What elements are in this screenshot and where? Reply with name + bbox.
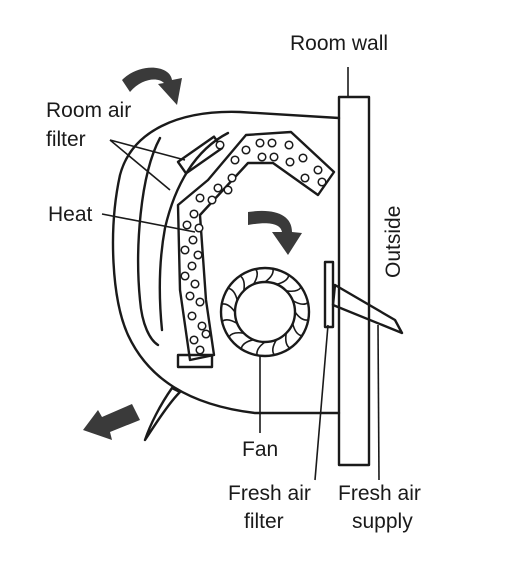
room-wall-label: Room wall [290,32,388,55]
coil-tube [195,193,205,203]
room-air-filter-label-line1: Room air [46,99,131,122]
fresh-air-supply-label-line1: Fresh air [338,482,421,505]
fan-blade [286,286,302,293]
coil-tube [188,235,198,245]
coil-tube [313,165,323,175]
outside-label: Outside [382,206,405,278]
coil-tube [213,183,223,193]
fan-blade [221,318,238,325]
curved-arrow-icon [122,67,182,105]
outlet-flap [143,386,182,442]
coil-tube [317,177,327,187]
coil-tube [230,155,240,165]
fan [219,266,311,358]
coil-tube [180,245,190,255]
fresh-air-filter-label-line1: Fresh air [228,482,311,505]
coil-tube [180,271,190,281]
coil-tube [187,261,197,271]
coil-tube [190,279,200,289]
fan-blade [291,323,303,337]
coil-tube [257,152,267,162]
coil-tube [215,140,225,150]
fan-blade [240,338,254,350]
coil-tube [189,209,199,219]
fan-blade [264,268,274,283]
fan-label: Fan [242,438,278,461]
leader-lines [101,67,380,481]
fan-blades [221,268,309,356]
coil-tube [195,297,205,307]
fan-blade [227,287,239,301]
fan-blade [252,268,259,285]
coil-tube [227,173,237,183]
coil-tube [185,291,195,301]
coil-tube [189,335,199,345]
fan-blade [239,275,246,291]
fan-blade [228,331,244,338]
coil-tube [298,153,308,163]
fresh-air-supply-label-line2: supply [352,510,413,533]
coil-tube [284,140,294,150]
fan-blade [294,311,309,321]
down-arrow-icon [248,210,302,255]
coil-tube [182,220,192,230]
fan-blade [271,339,278,356]
coil-tube [223,185,233,195]
room-air-filter-label-line2: filter [46,128,86,151]
fan-blade [276,274,290,286]
fan-blade [292,299,309,306]
coil-tube [201,329,211,339]
coil-tube [207,195,217,205]
room-wall [337,95,371,467]
coil-tube [197,321,207,331]
heat-label: Heat [48,203,93,226]
fan-blade [284,333,291,349]
coil-tubes [180,138,327,355]
outlet-arrow-icon [83,404,140,440]
coil-tube [255,138,265,148]
coil-tube [285,157,295,167]
coil-tube [300,173,310,183]
coil-tube [269,152,279,162]
coil-tube [195,345,205,355]
coil-tube [267,138,277,148]
fan-blade [221,303,236,313]
heat-exchanger-coil [176,130,336,369]
fan-blade [256,341,266,356]
fresh-air-inlet [323,260,404,335]
coil-tube [194,223,204,233]
coil-tube [241,145,251,155]
fresh-air-filter-label-line2: filter [244,510,284,533]
coil-tube [187,311,197,321]
coil-tube [193,250,203,260]
